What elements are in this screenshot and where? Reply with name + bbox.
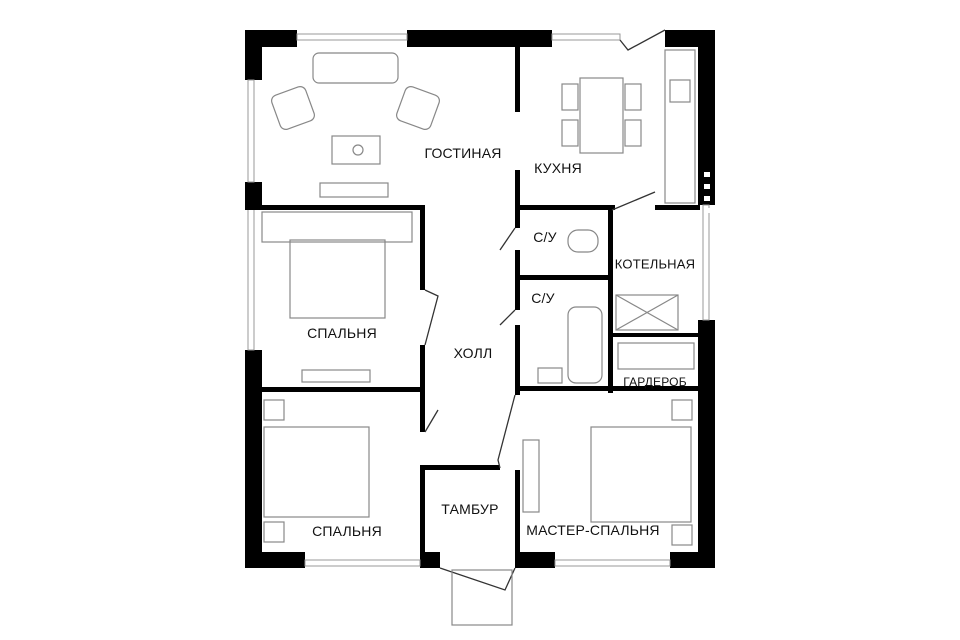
interior-walls (245, 47, 700, 555)
furniture (261, 49, 696, 546)
room-label-wardrobe: ГАРДЕРОБ (623, 375, 687, 389)
exterior-walls (245, 30, 715, 568)
room-label-living: ГОСТИНАЯ (424, 145, 502, 161)
room-label-bedroom1: СПАЛЬНЯ (307, 325, 377, 341)
room-label-wc1: С/У (533, 229, 557, 245)
window-dots (704, 172, 710, 213)
room-label-hall: ХОЛЛ (453, 345, 493, 361)
room-label-boiler: КОТЕЛЬНАЯ (614, 256, 696, 272)
room-label-bedroom2: СПАЛЬНЯ (312, 523, 382, 539)
doors (424, 29, 666, 626)
room-label-kitchen: КУХНЯ (534, 160, 582, 176)
room-label-vestibule: ТАМБУР (441, 501, 499, 517)
windows (247, 33, 710, 567)
room-label-wc2: С/У (531, 290, 555, 306)
room-label-master: МАСТЕР-СПАЛЬНЯ (526, 522, 660, 538)
